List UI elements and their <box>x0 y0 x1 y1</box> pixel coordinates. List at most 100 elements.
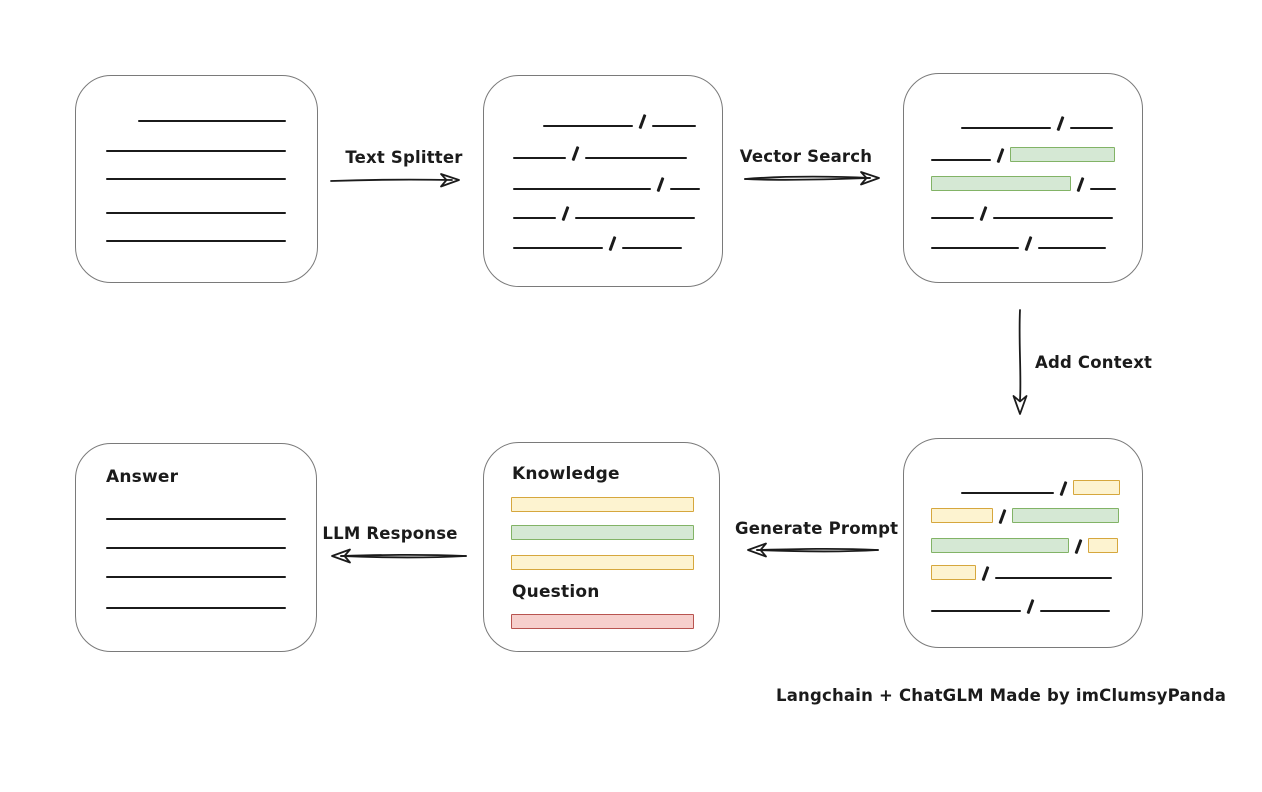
text-line <box>621 247 682 249</box>
chunk-separator-slash <box>656 177 664 192</box>
indent-gap <box>931 129 961 130</box>
text-line <box>931 159 991 161</box>
text-line <box>138 120 286 122</box>
indent-gap <box>513 127 543 128</box>
add-context-label: Add Context <box>1035 353 1153 372</box>
question-label: Question <box>512 582 600 602</box>
chunk-separator-slash <box>998 509 1006 524</box>
chunk-separator-slash <box>1056 116 1064 131</box>
chunk-row <box>931 478 1120 496</box>
answer-label: Answer <box>106 467 179 487</box>
green-highlight-chunk <box>931 176 1071 191</box>
green-highlight-chunk <box>511 525 694 540</box>
chunk-separator-slash <box>638 114 646 129</box>
yellow-highlight-chunk <box>931 508 993 523</box>
text-line <box>992 217 1113 219</box>
chunk-row <box>106 226 286 243</box>
chunk-row <box>106 106 286 123</box>
text-line <box>513 247 603 249</box>
text-line <box>931 247 1019 249</box>
vector-search-label: Vector Search <box>739 147 873 166</box>
text-line <box>513 157 566 159</box>
text-line <box>1037 247 1106 249</box>
text-line <box>1039 610 1110 612</box>
indent-gap <box>931 494 961 495</box>
node-prompt: Knowledge Question <box>483 442 720 652</box>
add-context-arrow-icon <box>1012 309 1028 415</box>
chunk-row <box>511 523 694 540</box>
text-line <box>106 547 286 549</box>
text-line <box>513 217 556 219</box>
chunk-row <box>106 533 286 550</box>
node-vector-matches <box>903 73 1143 283</box>
green-highlight-chunk <box>931 538 1069 553</box>
chunk-row <box>931 536 1118 554</box>
text-line <box>106 240 286 242</box>
chunk-row <box>931 506 1119 524</box>
green-highlight-chunk <box>1011 508 1119 523</box>
text-line <box>651 125 696 127</box>
text-line <box>584 157 687 159</box>
node-answer: Answer <box>75 443 317 652</box>
chunk-row <box>931 174 1116 192</box>
chunk-separator-slash <box>1076 177 1084 192</box>
chunk-row <box>511 495 694 512</box>
chunk-row <box>511 612 694 629</box>
text-line <box>1089 188 1116 190</box>
text-line <box>961 492 1054 494</box>
chunk-row <box>931 563 1112 581</box>
chunk-row <box>513 203 695 221</box>
text-line <box>669 188 700 190</box>
chunk-row <box>931 145 1115 163</box>
node-split-chunks <box>483 75 723 287</box>
chunk-separator-slash <box>1024 236 1032 251</box>
text-line <box>931 217 974 219</box>
chunk-separator-slash <box>571 146 579 161</box>
chunk-row <box>106 198 286 215</box>
green-highlight-chunk <box>1009 147 1115 162</box>
footer-credit: Langchain + ChatGLM Made by imClumsyPand… <box>776 686 1227 705</box>
text-line <box>994 577 1112 579</box>
text-line <box>106 607 286 609</box>
chunk-row <box>106 136 286 153</box>
chunk-separator-slash <box>1074 539 1082 554</box>
text-line <box>543 125 633 127</box>
node-source-document <box>75 75 318 283</box>
generate-prompt-arrow-icon <box>747 542 879 558</box>
chunk-separator-slash <box>979 206 987 221</box>
llm-response-label: LLM Response <box>322 524 458 543</box>
yellow-highlight-chunk <box>1087 538 1118 553</box>
text-line <box>106 150 286 152</box>
chunk-row <box>511 553 694 570</box>
chunk-row <box>513 111 696 129</box>
vector-search-arrow-icon <box>744 171 880 186</box>
chunk-separator-slash <box>608 236 616 251</box>
text-line <box>1069 127 1113 129</box>
chunk-row <box>513 174 700 192</box>
text-line <box>513 188 651 190</box>
generate-prompt-label: Generate Prompt <box>735 519 899 538</box>
text-line <box>931 610 1021 612</box>
chunk-row <box>513 143 687 161</box>
chunk-row <box>106 504 286 521</box>
knowledge-label: Knowledge <box>512 464 620 484</box>
chunk-row <box>931 203 1113 221</box>
node-context-chunks <box>903 438 1143 648</box>
yellow-highlight-chunk <box>511 555 694 570</box>
chunk-row <box>931 233 1106 251</box>
yellow-highlight-chunk <box>1072 480 1120 495</box>
text-line <box>106 178 286 180</box>
text-splitter-arrow-icon <box>330 173 460 188</box>
text-line <box>574 217 695 219</box>
chunk-separator-slash <box>981 566 989 581</box>
text-splitter-label: Text Splitter <box>345 148 463 167</box>
red-highlight-chunk <box>511 614 694 629</box>
chunk-row <box>931 113 1113 131</box>
text-line <box>106 576 286 578</box>
chunk-separator-slash <box>561 206 569 221</box>
yellow-highlight-chunk <box>931 565 976 580</box>
chunk-row <box>106 164 286 181</box>
chunk-row <box>106 562 286 579</box>
text-line <box>961 127 1051 129</box>
